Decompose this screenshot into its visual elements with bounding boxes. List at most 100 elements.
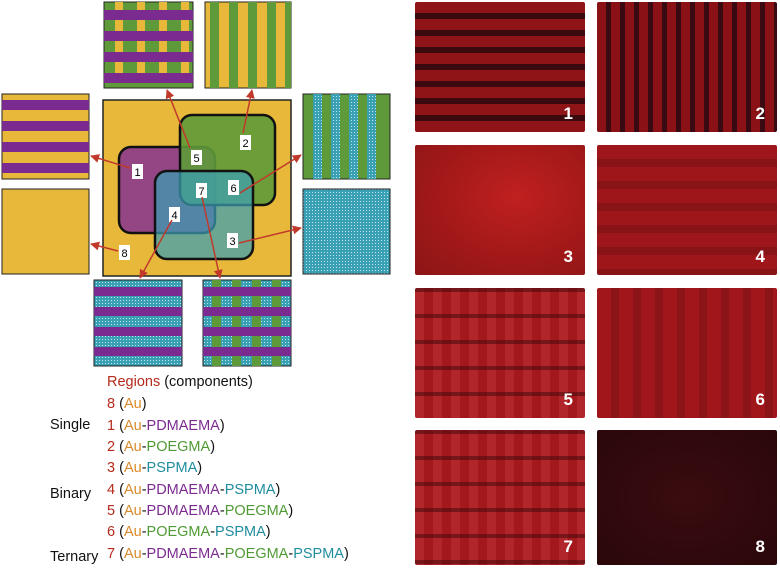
legend-entry-text: - [141,546,147,562]
legend-entry-text: ) [141,396,147,412]
legend-entry-text: Au [123,503,142,519]
category-single: Single [50,417,91,433]
region-label-2: 2 [240,135,251,150]
legend-entry-text: ) [265,524,271,540]
arrows [90,89,302,279]
legend-entry-text: PSPMA [224,482,276,498]
legend-entry-text: PSPMA [293,546,344,562]
legend-entry-text: ( [115,482,124,498]
legend-entry: 7 (Au-PDMAEMA-POEGMA-PSPMA) [107,544,349,564]
region-label-8: 8 [119,245,130,260]
svg-text:5: 5 [193,153,199,165]
legend-entry-text: PDMAEMA [146,546,220,562]
svg-text:4: 4 [171,210,177,222]
legend-entry: 2 (Au-POEGMA) [107,437,215,457]
micrograph-region-6: 6 [597,288,777,418]
arrow-3 [238,225,302,244]
legend-entry-text: ( [115,503,124,519]
legend-entry-text: PSPMA [146,460,198,476]
legend-entry-number: 7 [107,546,116,562]
legend-entry-text: - [141,524,147,540]
legend-entry-text: - [219,503,225,519]
legend-entry-text: POEGMA [146,524,211,540]
category-ternary: Ternary [50,549,99,565]
legend-entry-text: ) [197,460,203,476]
category-binary: Binary [50,486,92,502]
thumb-au [1,188,90,275]
legend-entry-text: Au [123,439,142,455]
legend-title-regions: Regions [107,374,161,390]
legend-entry: 8 (Au) [107,394,147,414]
legend-entry-number: 6 [107,524,116,540]
legend-entry-text: ( [115,396,124,412]
legend-entry-number: 1 [107,418,116,434]
legend-entry-text: - [219,546,225,562]
legend-entry-text: ) [210,439,216,455]
legend-entry-number: 4 [107,482,116,498]
legend-entry-text: ( [115,546,124,562]
legend-title-components: (components) [160,374,253,390]
micrograph-region-2: 2 [597,2,777,132]
legend-entry-text: ( [115,524,124,540]
micrograph-region-8: 8 [597,430,777,565]
arrow-4 [139,219,173,279]
region-label-6: 6 [228,180,239,195]
legend-entry-text: Au [123,460,142,476]
micrograph-region-7: 7 [415,430,585,565]
legend-entry-text: - [141,418,147,434]
legend-entry-text: Au [123,418,142,434]
legend-entry-text: ( [115,439,124,455]
legend-entry-text: - [141,439,147,455]
legend-entry-text: PDMAEMA [146,418,220,434]
legend-entry-text: POEGMA [224,503,289,519]
region-labels: 1 2 3 4 5 6 7 8 [119,135,251,260]
thumb-poegma [204,1,292,89]
legend-entry-text: ) [219,418,225,434]
micrograph-label: 4 [755,247,765,266]
thumb-pdmaema-pspma [93,279,183,367]
legend-entry-text: - [141,460,147,476]
svg-text:3: 3 [229,236,235,248]
legend-entry-text: Au [123,546,142,562]
thumb-ternary [202,279,292,367]
legend-entry-number: 2 [107,439,116,455]
svg-text:8: 8 [121,248,127,260]
thumb-pspma [302,188,391,275]
micrograph-label: 1 [563,104,573,123]
thumb-poegma-pspma [302,93,391,180]
legend-entry-text: - [141,482,147,498]
svg-text:2: 2 [242,138,248,150]
legend-entry-text: POEGMA [146,439,211,455]
legend-entry-text: ) [288,503,294,519]
micrograph-region-1: 1 [415,2,585,132]
svg-text:6: 6 [230,183,236,195]
legend-entry-text: ( [115,460,124,476]
micrograph-label: 8 [755,537,765,556]
legend-entry-text: Au [123,524,142,540]
svg-text:1: 1 [134,167,140,179]
legend-entry: 5 (Au-PDMAEMA-POEGMA) [107,501,293,521]
arrow-5 [165,89,191,149]
arrow-8 [90,241,119,252]
thumb-pdmaema [1,93,90,180]
regions-legend: Regions (components) 8 (Au)1 (Au-PDMAEMA… [0,370,400,570]
legend-entry: 1 (Au-PDMAEMA) [107,416,225,436]
micrograph-label: 3 [563,247,573,266]
micrograph-region-5: 5 [415,288,585,418]
legend-entry-text: Au [123,482,142,498]
micrograph-label: 7 [563,537,573,556]
legend-entry-text: - [210,524,216,540]
micrograph-region-4: 4 [597,145,777,275]
region-label-1: 1 [132,164,143,179]
legend-title: Regions (components) [107,372,253,392]
region-label-3: 3 [227,233,238,248]
legend-entry-text: ) [275,482,281,498]
legend-entry: 3 (Au-PSPMA) [107,458,202,478]
legend-entry-text: PSPMA [215,524,266,540]
region-label-7: 7 [196,183,207,198]
micrograph-label: 2 [755,104,765,123]
legend-entry-text: POEGMA [224,546,289,562]
patterning-diagram: 1 2 3 4 5 6 7 8 [1,1,391,367]
legend-entry-text: - [288,546,294,562]
svg-text:7: 7 [198,186,204,198]
